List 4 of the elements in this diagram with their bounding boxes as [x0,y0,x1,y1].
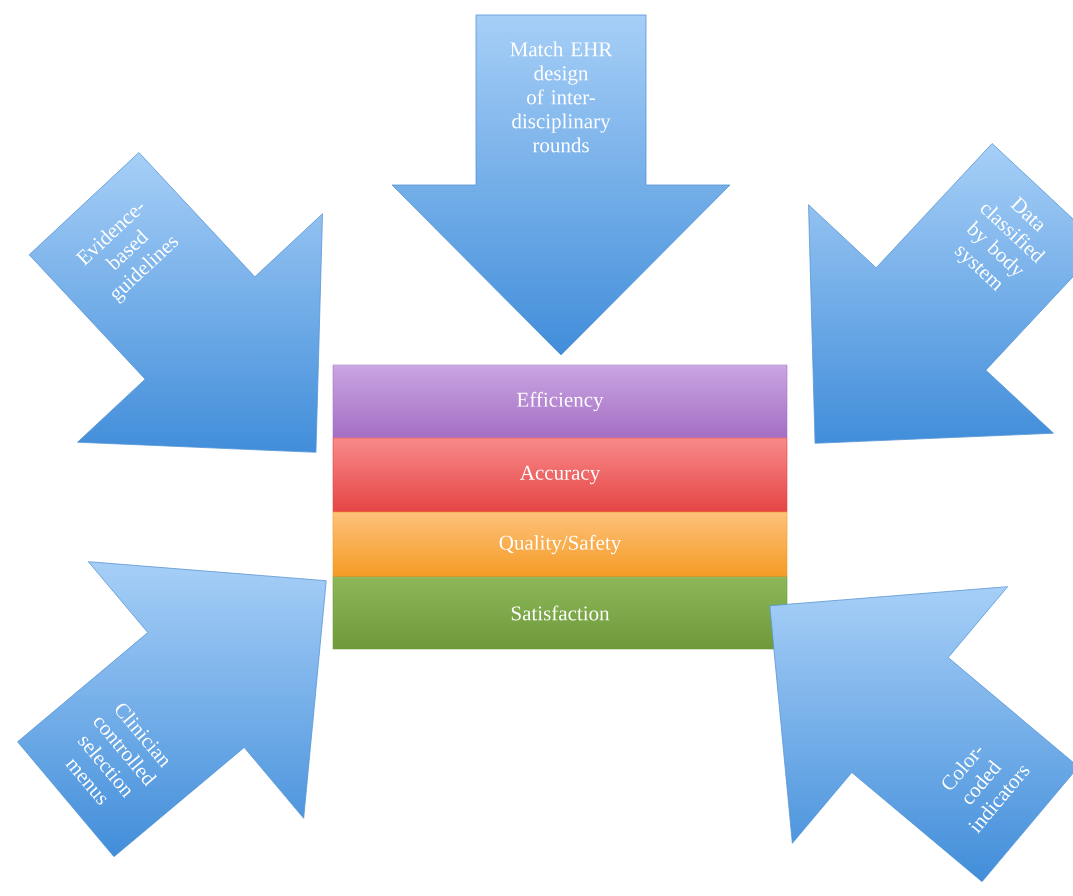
band: Satisfaction [332,576,788,650]
band: Efficiency [332,364,788,439]
band: Accuracy [332,437,788,513]
band: Quality/Safety [332,511,788,578]
